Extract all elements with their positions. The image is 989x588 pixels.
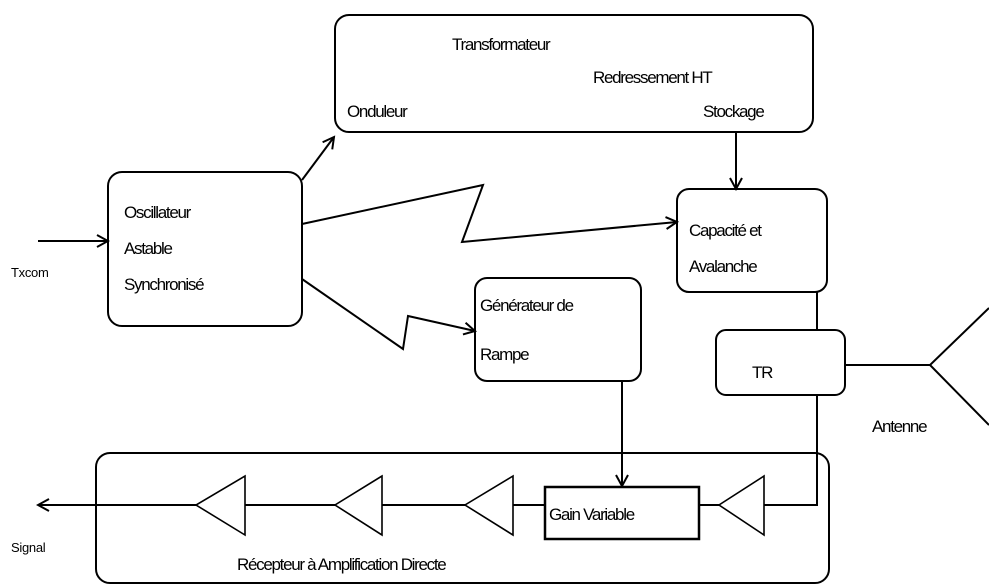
ramp-generator-box <box>474 277 642 382</box>
stockage-label: Stockage <box>703 102 764 121</box>
amplifier-icon <box>194 474 246 537</box>
oscillator-box <box>107 171 303 327</box>
transformateur-label: Transformateur <box>452 35 551 54</box>
oscillateur-label: Oscillateur <box>124 203 192 222</box>
amplifier-icon <box>463 474 514 537</box>
capacitor-avalanche-box <box>676 188 828 293</box>
tr-box <box>715 329 846 396</box>
antenne-label: Antenne <box>872 417 927 436</box>
amplifier-icon <box>717 474 765 537</box>
trigger-to-ramp-arrow <box>301 278 475 351</box>
trigger-to-capacitor-arrow <box>301 183 677 244</box>
oscillator-to-supply-arrow <box>301 137 334 181</box>
gain-variable-label: Gain Variable <box>549 505 635 524</box>
astable-label: Astable <box>124 239 172 258</box>
avalanche-label: Avalanche <box>689 257 757 276</box>
capacite-label: Capacité et <box>689 221 762 240</box>
onduleur-label: Onduleur <box>347 102 408 121</box>
redressement-label: Redressement HT <box>593 68 712 87</box>
tr-to-receiver-line <box>764 395 818 506</box>
rampe-label: Rampe <box>480 345 529 364</box>
txcom-label: Txcom <box>11 265 49 280</box>
recepteur-label: Récepteur à Amplification Directe <box>237 555 446 574</box>
receiver-box <box>95 452 830 584</box>
synchronise-label: Synchronisé <box>124 275 204 294</box>
power-supply-box <box>334 14 814 133</box>
antenna-icon <box>928 307 989 426</box>
tr-label: TR <box>752 363 773 382</box>
amplifier-icon <box>333 474 383 537</box>
signal-label: Signal <box>11 540 46 555</box>
gain-variable-box <box>543 485 701 541</box>
generateur-label: Générateur de <box>480 296 574 315</box>
